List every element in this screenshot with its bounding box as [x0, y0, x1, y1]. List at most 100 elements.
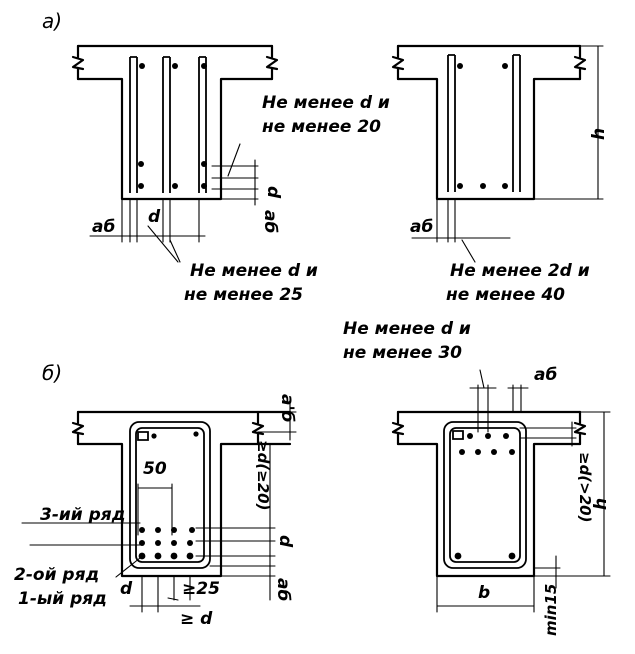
tl-outline	[76, 77, 274, 201]
br-beam	[391, 369, 611, 613]
tl-label-d-vert: d	[263, 186, 283, 199]
bl-dim-vert	[257, 401, 297, 601]
tr-label-h: h	[589, 128, 609, 140]
tl-dot	[138, 183, 144, 189]
tr-beam	[391, 44, 604, 263]
br-stirrup-hook	[452, 430, 464, 440]
br-dot	[503, 433, 509, 439]
br-callout-line-2: не менее 30	[343, 343, 462, 363]
bl-label-d-vert: d	[275, 535, 295, 548]
tr-bar-1	[447, 54, 456, 192]
bl-row-2: 2-ой ряд	[14, 565, 99, 585]
bl-label-ge25: ≥25	[182, 579, 220, 599]
tl-label-d: d	[148, 207, 161, 227]
bl-break-right	[251, 410, 265, 446]
tr-bar-2	[512, 54, 521, 192]
bl-label-50: 50	[143, 459, 167, 479]
tr-outline	[396, 77, 582, 201]
tr-dim-lines-bottom	[436, 198, 456, 243]
tl-bar-2	[162, 57, 171, 193]
bl-dim-horiz	[129, 597, 201, 607]
bl-dot	[139, 527, 145, 533]
bl-label-ged: ≥ d	[180, 609, 213, 629]
tl-leader-1	[227, 143, 241, 177]
bl-label-ab-prime: a'б	[277, 394, 297, 423]
bl-row-3: 3-ий ряд	[40, 505, 125, 525]
tl-dot	[139, 63, 145, 69]
tl-bar-3	[198, 57, 207, 193]
bl-dot	[154, 552, 162, 560]
bl-stirrup-inner	[135, 427, 205, 563]
bl-stirrup-outer	[129, 421, 211, 569]
br-dot	[475, 449, 481, 455]
br-break-left	[391, 410, 405, 446]
tl-callout-1-line-2: не менее 20	[262, 117, 381, 137]
tl-dot	[172, 63, 178, 69]
br-dot	[454, 552, 462, 560]
tl-break-left	[71, 44, 85, 81]
bl-label-ab-vert: aб	[273, 578, 293, 601]
tl-dot	[172, 183, 178, 189]
br-callout-line-1: Не менее d и	[343, 319, 471, 339]
bl-dot	[189, 527, 195, 533]
tr-dot	[502, 183, 508, 189]
br-dot	[491, 449, 497, 455]
bl-label-ge-d20: ≥d(≥20)	[254, 440, 272, 510]
tr-dot	[457, 63, 463, 69]
br-dim-min15	[533, 555, 561, 589]
tr-break-right	[573, 44, 587, 81]
br-label-b: b	[478, 583, 490, 603]
bl-dot	[155, 540, 161, 546]
tl-dim-lines-right	[211, 165, 259, 200]
br-label-min15: min15	[542, 584, 560, 636]
tl-bar-1	[129, 57, 138, 193]
bl-outline	[76, 442, 292, 578]
br-dim-right-small	[519, 421, 577, 447]
tl-callout-1-line-1: Не менее d и	[262, 93, 390, 113]
bl-label-d: d	[120, 579, 133, 599]
tr-label-ab: aб	[410, 217, 433, 237]
bl-dot	[187, 540, 193, 546]
bl-dot	[193, 431, 199, 437]
br-label-h: h	[591, 498, 611, 510]
bl-dim-lines-right	[195, 527, 276, 577]
tr-callout-line-2: не менее 40	[446, 285, 565, 305]
bl-dot	[155, 527, 161, 533]
tl-dim-lines-bottom	[121, 198, 200, 243]
tl-callout-2-line-1: Не менее d и	[190, 261, 318, 281]
tr-dot	[480, 183, 486, 189]
br-dot	[509, 449, 515, 455]
section-label-a: а)	[42, 9, 62, 33]
bl-dim-lines-bottom	[141, 575, 191, 613]
tl-beam	[71, 44, 279, 263]
br-outline	[396, 442, 582, 578]
tr-dot	[457, 183, 463, 189]
bl-dot	[186, 552, 194, 560]
bl-dot	[151, 433, 157, 439]
tl-dot	[201, 63, 207, 69]
br-break-right	[573, 410, 587, 446]
br-dot	[467, 433, 473, 439]
br-dot	[459, 449, 465, 455]
bl-dot	[139, 540, 145, 546]
tl-break-right	[265, 44, 279, 81]
br-stirrup-outer	[443, 421, 527, 569]
bl-dim-50	[137, 483, 173, 536]
br-label-ab: aб	[534, 365, 557, 385]
br-dim-top-h	[469, 369, 529, 389]
tl-label-ab: aб	[92, 217, 115, 237]
br-dot	[508, 552, 516, 560]
tl-label-ab-vert: aб	[260, 210, 280, 233]
tr-break-left	[391, 44, 405, 81]
tr-leader	[461, 239, 476, 263]
tr-dot	[502, 63, 508, 69]
tl-dot	[201, 161, 207, 167]
br-dim-b	[436, 575, 535, 613]
tl-dot	[138, 161, 144, 167]
bl-beam	[21, 401, 297, 613]
tr-dim-h	[533, 45, 604, 200]
bl-break-left	[71, 410, 85, 446]
br-dot	[485, 433, 491, 439]
